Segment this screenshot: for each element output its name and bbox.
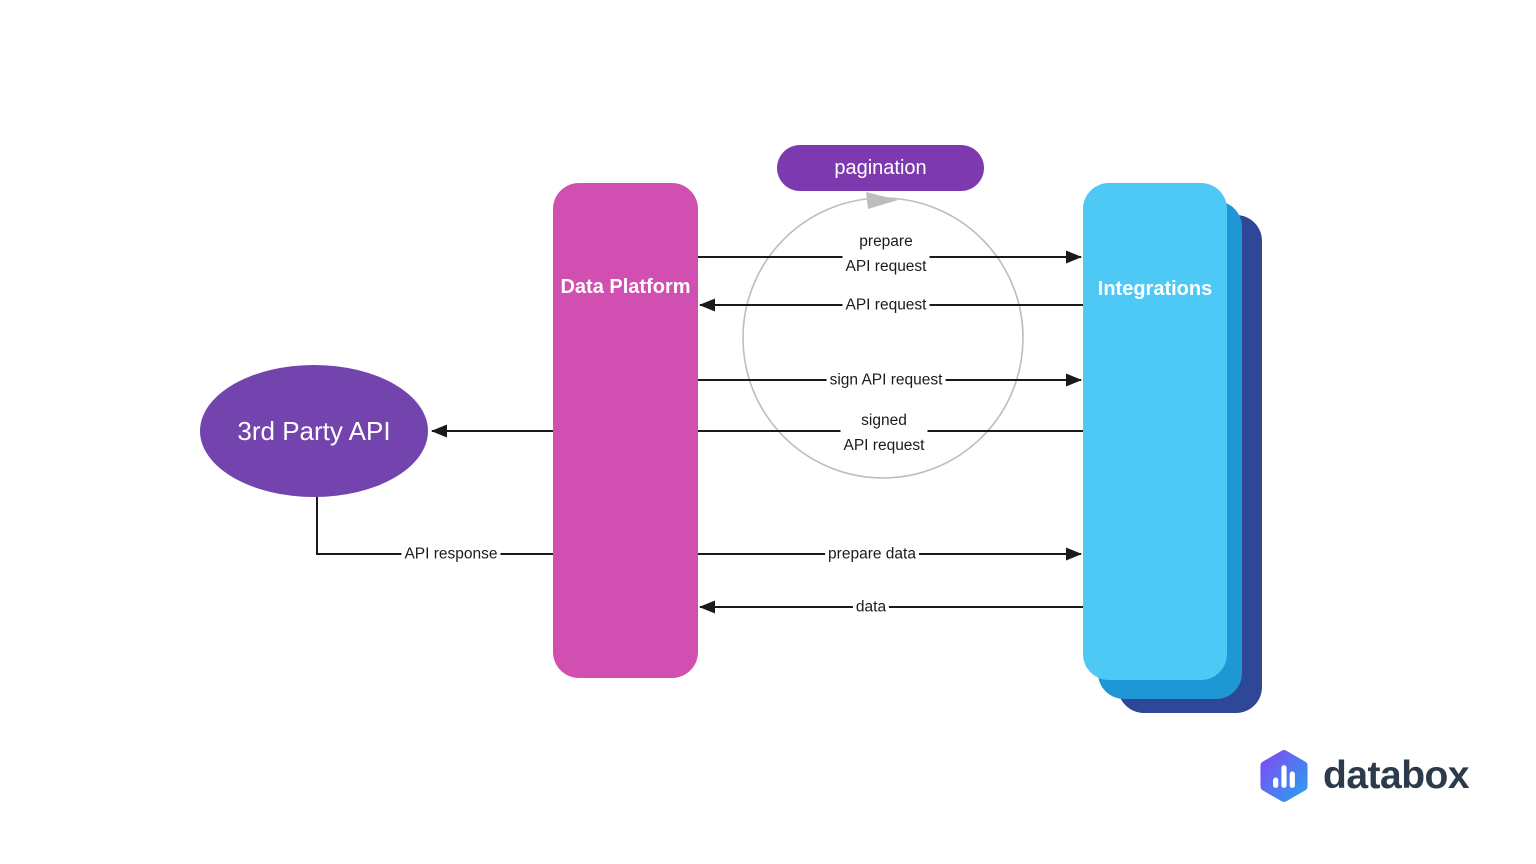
edge-label-prepare-data: prepare data: [825, 541, 919, 567]
pagination-pill: pagination: [777, 145, 984, 191]
data-platform-label-line2: Platform: [609, 276, 691, 298]
integrations-label: Integrations: [1097, 278, 1213, 300]
data-platform-label: Data Platform: [553, 276, 698, 678]
databox-logo: databox: [1256, 748, 1470, 804]
databox-hexagon-bars-icon: [1260, 750, 1308, 802]
edge-label-signed-api-request: signed API request: [840, 408, 928, 458]
edge-label-line: API request: [845, 296, 927, 314]
edge-label-data: data: [852, 594, 890, 620]
node-third-party-api: 3rd Party API: [200, 365, 428, 497]
data-platform-label-line1: Data: [560, 276, 604, 298]
edge-label-api-response: API response: [401, 541, 501, 567]
node-integrations: Integrations: [1083, 183, 1227, 680]
edge-label-line: data: [855, 598, 887, 616]
edge-label-line: API response: [404, 545, 498, 563]
databox-logo-text: databox: [1323, 754, 1470, 797]
third-party-api-label: 3rd Party API: [237, 415, 391, 446]
edge-label-line: prepare data: [828, 545, 916, 563]
edge-label-sign-api-request: sign API request: [826, 367, 946, 393]
edge-label-api-request: API request: [842, 292, 930, 318]
edge-label-line: sign API request: [829, 371, 943, 389]
edge-label-line: API request: [845, 258, 927, 275]
pagination-loop-arrowhead-icon: [866, 192, 898, 209]
edge-label-prepare-api-request: prepare API request: [842, 229, 930, 279]
pagination-pill-label: pagination: [834, 156, 927, 179]
edge-label-line: prepare: [859, 233, 913, 250]
edge-label-line: signed: [861, 412, 907, 429]
node-data-platform: Data Platform: [553, 183, 698, 678]
edge-label-line: API request: [843, 437, 925, 454]
